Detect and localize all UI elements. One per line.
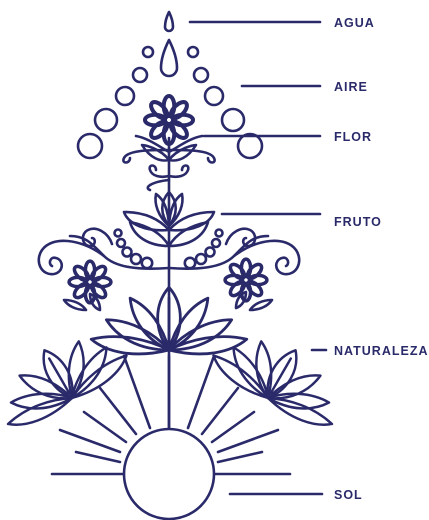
sun [124,429,214,519]
spiral-left-inner [83,229,112,246]
label-sol: SOL [334,488,363,502]
water-drop-small [165,12,173,31]
label-flor: FLOR [334,130,372,144]
central-lotus [91,287,247,354]
spiral-right-inner [226,229,255,246]
label-fruto: FRUTO [334,215,382,229]
right-lotus [207,316,355,435]
left-lotus [0,316,133,435]
label-agua: AGUA [334,16,375,30]
water-drop-large [161,40,177,76]
label-aire: AIRE [334,80,368,94]
label-naturaleza: NATURALEZA [334,344,428,358]
